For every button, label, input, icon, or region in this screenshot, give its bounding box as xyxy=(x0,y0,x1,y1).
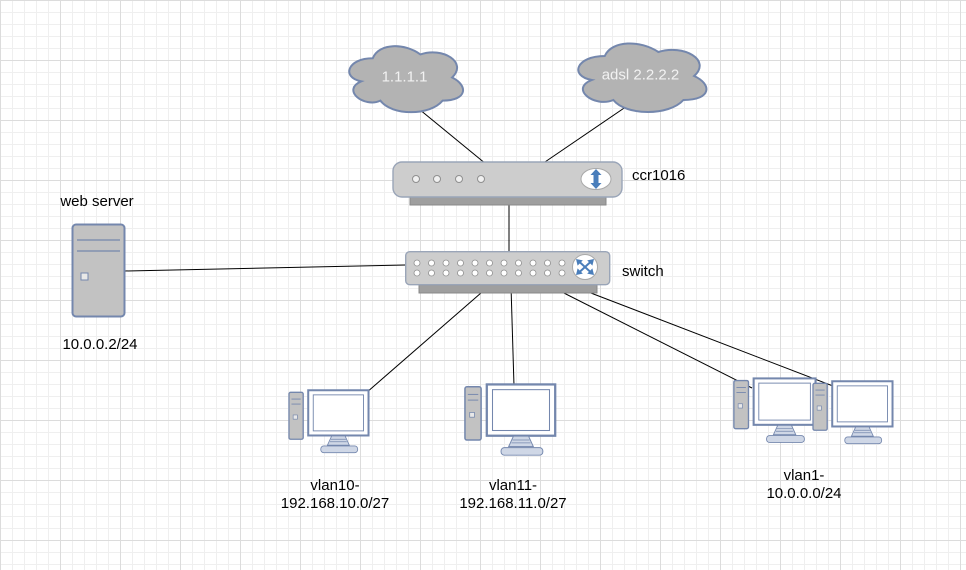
workstation-vlan10[interactable] xyxy=(288,389,372,456)
workstation-icon xyxy=(288,389,372,456)
crossed-arrows-icon xyxy=(576,259,594,275)
vlan1-subnet: 10.0.0.0/24 xyxy=(766,485,842,503)
workstation-vlan11[interactable] xyxy=(464,383,559,459)
workstation-icon xyxy=(733,377,819,446)
web-server-device[interactable] xyxy=(71,223,128,319)
vlan10-name: vlan10- xyxy=(310,477,360,494)
cloud-icon xyxy=(341,39,468,116)
web-server-address: 10.0.0.2/24 xyxy=(62,336,138,353)
edge-adsl-router xyxy=(541,101,634,165)
server-tower-icon xyxy=(71,223,126,318)
web-server-label: web server xyxy=(60,193,134,210)
workstation-vlan1-left[interactable] xyxy=(733,377,819,446)
vlan10-label: vlan10- 192.168.10.0/27 xyxy=(255,477,415,514)
workstation-icon xyxy=(464,383,559,459)
cloud-wan-label: 1.1.1.1 xyxy=(381,68,428,86)
arrow-up-icon xyxy=(590,169,602,179)
workstation-icon xyxy=(812,380,896,447)
router-device[interactable] xyxy=(392,161,624,207)
vlan1-name: vlan1- xyxy=(783,467,825,484)
cloud-icon xyxy=(569,36,712,116)
edge-switch-vlan11 xyxy=(510,285,515,387)
vlan1-label: vlan1- 10.0.0.0/24 xyxy=(724,467,884,504)
arrow-down-icon xyxy=(590,179,602,189)
vlan10-subnet: 192.168.10.0/27 xyxy=(280,495,390,513)
cloud-wan[interactable]: 1.1.1.1 xyxy=(341,39,468,116)
router-label: ccr1016 xyxy=(632,167,686,184)
edge-switch-vlan10 xyxy=(365,285,490,394)
router-icon xyxy=(392,161,623,206)
cloud-adsl[interactable]: adsl 2.2.2.2 xyxy=(569,36,712,116)
vlan11-subnet: 192.168.11.0/27 xyxy=(459,495,567,513)
edge-switch-vlan1-left xyxy=(551,286,753,389)
cloud-adsl-label: adsl 2.2.2.2 xyxy=(601,66,680,84)
switch-label: switch xyxy=(622,263,664,280)
edge-server-switch xyxy=(124,264,407,272)
switch-device[interactable] xyxy=(405,251,613,297)
workstation-vlan1-right[interactable] xyxy=(812,380,896,447)
switch-icon xyxy=(405,251,611,294)
edge-switch-vlan1-right xyxy=(569,284,847,392)
vlan11-label: vlan11- 192.168.11.0/27 xyxy=(433,477,593,514)
vlan11-name: vlan11- xyxy=(488,477,538,494)
